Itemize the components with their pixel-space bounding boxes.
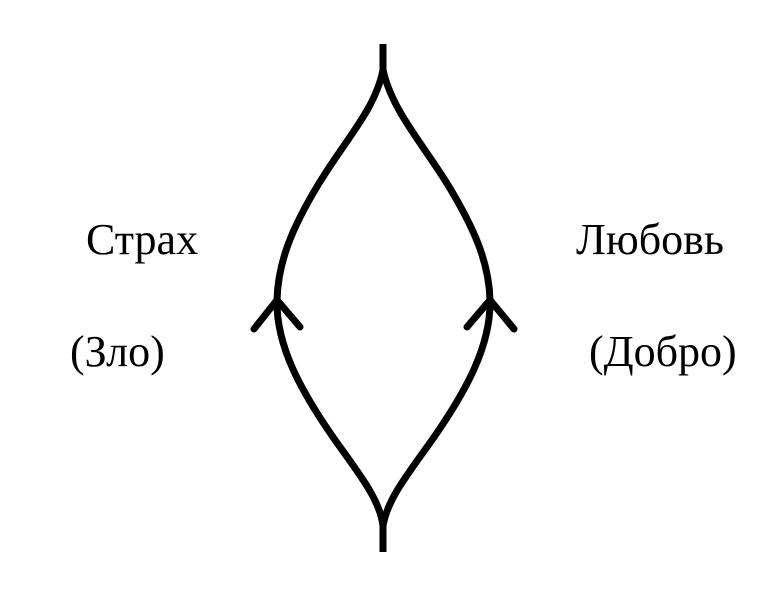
love-label: Любовь <box>576 215 724 264</box>
left-curve <box>273 69 387 527</box>
evil-label: (Зло) <box>70 327 165 376</box>
good-label: (Добро) <box>589 327 737 376</box>
right-up-arrow-icon <box>463 296 518 333</box>
right-curve <box>379 69 494 527</box>
fear-label: Страх <box>86 215 199 264</box>
left-up-arrow-icon <box>250 296 304 333</box>
